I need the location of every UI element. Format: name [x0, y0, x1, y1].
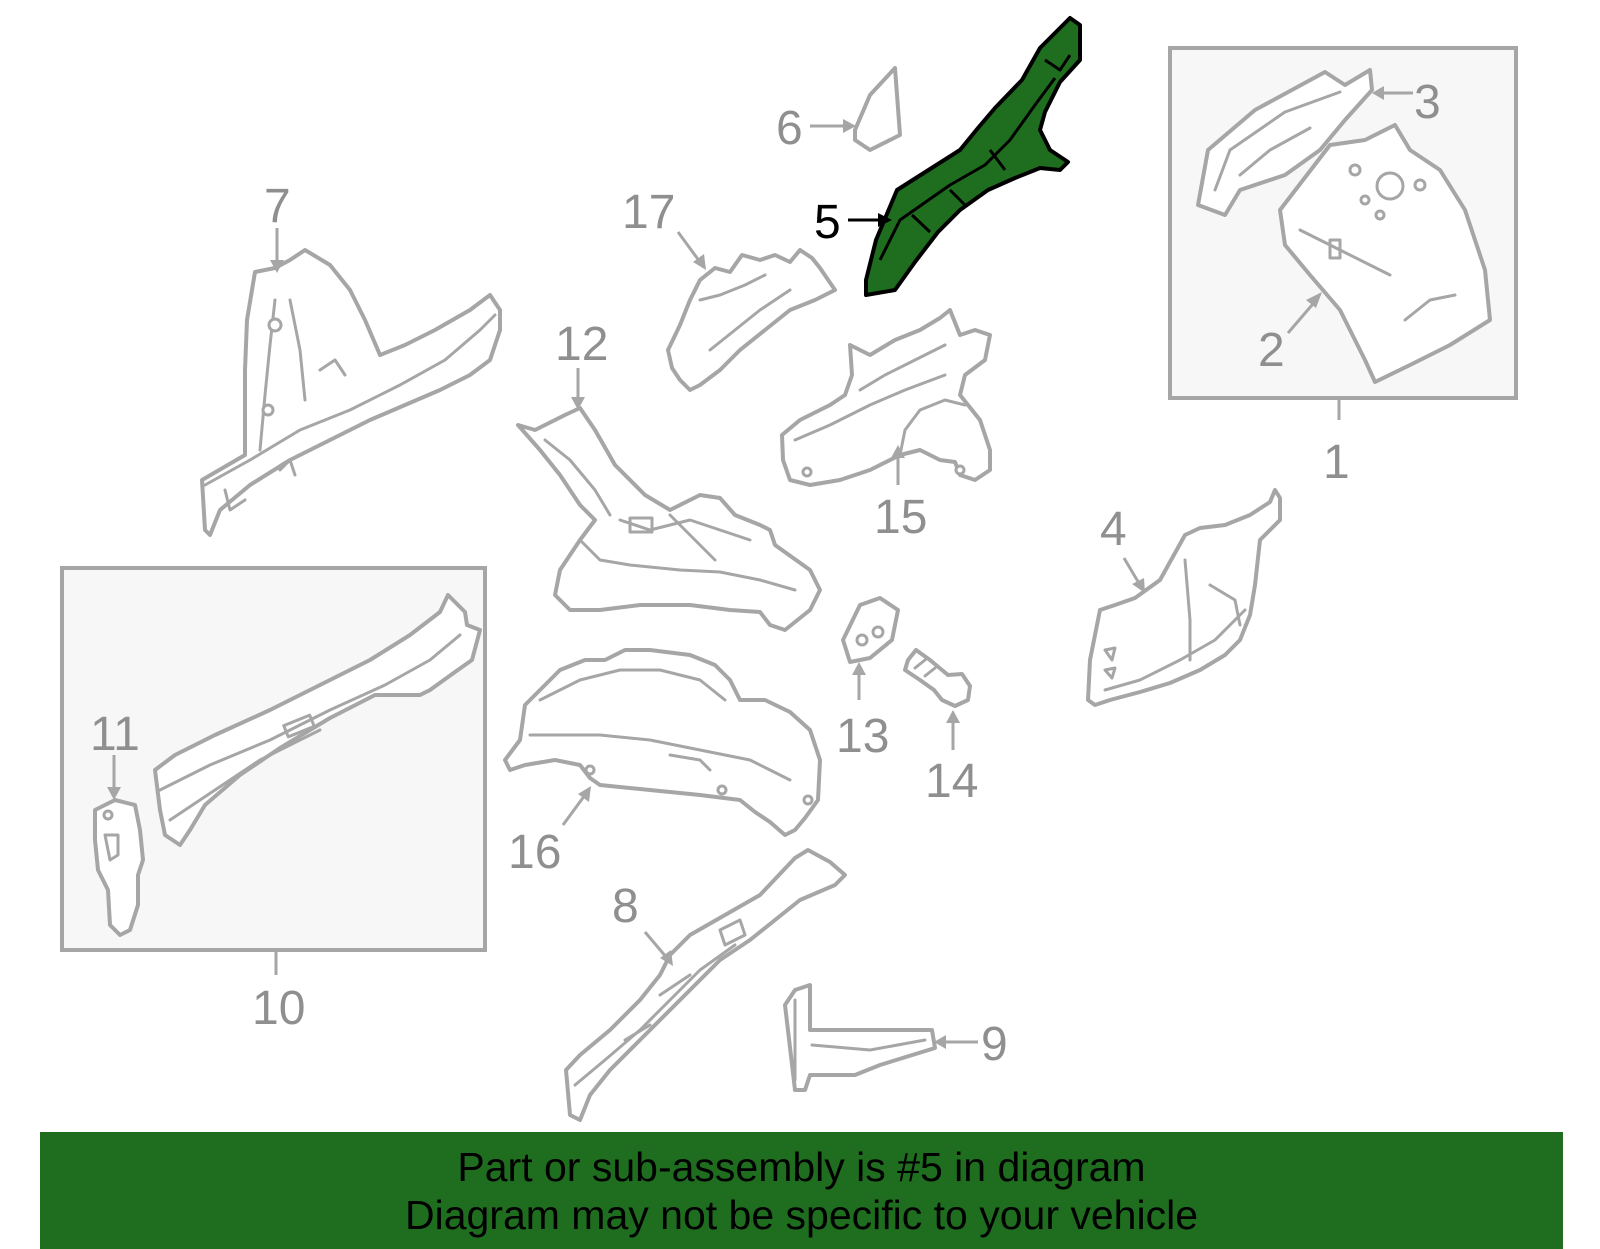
- callout-4: 4: [1100, 503, 1127, 556]
- part-10-frame-rail[interactable]: [153, 593, 482, 847]
- part-3-wheelhouse-upper[interactable]: [1196, 68, 1374, 217]
- part-9-bracket[interactable]: [783, 983, 937, 1092]
- part-13-bracket-plate[interactable]: [841, 596, 900, 664]
- part-8-side-rail[interactable]: [564, 848, 847, 1122]
- callout-16: 16: [508, 826, 561, 879]
- callout-9: 9: [981, 1018, 1008, 1071]
- banner-line-2: Diagram may not be specific to your vehi…: [404, 1191, 1198, 1238]
- part-17-bracket[interactable]: [666, 248, 837, 392]
- callout-8: 8: [612, 880, 639, 933]
- callout-14: 14: [925, 755, 978, 808]
- part-15-crossmember[interactable]: [780, 308, 992, 487]
- callout-7: 7: [264, 180, 291, 233]
- callout-2: 2: [1258, 324, 1285, 377]
- callout-11: 11: [90, 708, 140, 761]
- part-6-gusset[interactable]: [853, 66, 902, 152]
- callout-5: 5: [814, 196, 841, 249]
- part-14-bolt[interactable]: [903, 648, 972, 708]
- part-5-highlighted-reinforcement[interactable]: [864, 16, 1082, 297]
- part-11-bracket[interactable]: [93, 798, 145, 937]
- callout-1: 1: [1323, 436, 1350, 489]
- part-2-wheelhouse-panel[interactable]: [1278, 123, 1492, 384]
- callout-15: 15: [874, 491, 927, 544]
- part-4-side-panel[interactable]: [1086, 488, 1282, 707]
- callout-10: 10: [252, 982, 305, 1035]
- callout-13: 13: [836, 710, 889, 763]
- callout-12: 12: [555, 318, 608, 371]
- callout-6: 6: [776, 102, 803, 155]
- part-7-apron-rail[interactable]: [200, 248, 502, 537]
- callout-3: 3: [1414, 76, 1441, 129]
- info-banner: Part or sub-assembly is #5 in diagram Di…: [40, 1132, 1563, 1249]
- part-16-wheelhouse-lower[interactable]: [503, 648, 822, 837]
- part-12-apron-reinforcement[interactable]: [516, 406, 822, 632]
- callout-17: 17: [622, 186, 675, 239]
- banner-line-1: Part or sub-assembly is #5 in diagram: [457, 1143, 1146, 1190]
